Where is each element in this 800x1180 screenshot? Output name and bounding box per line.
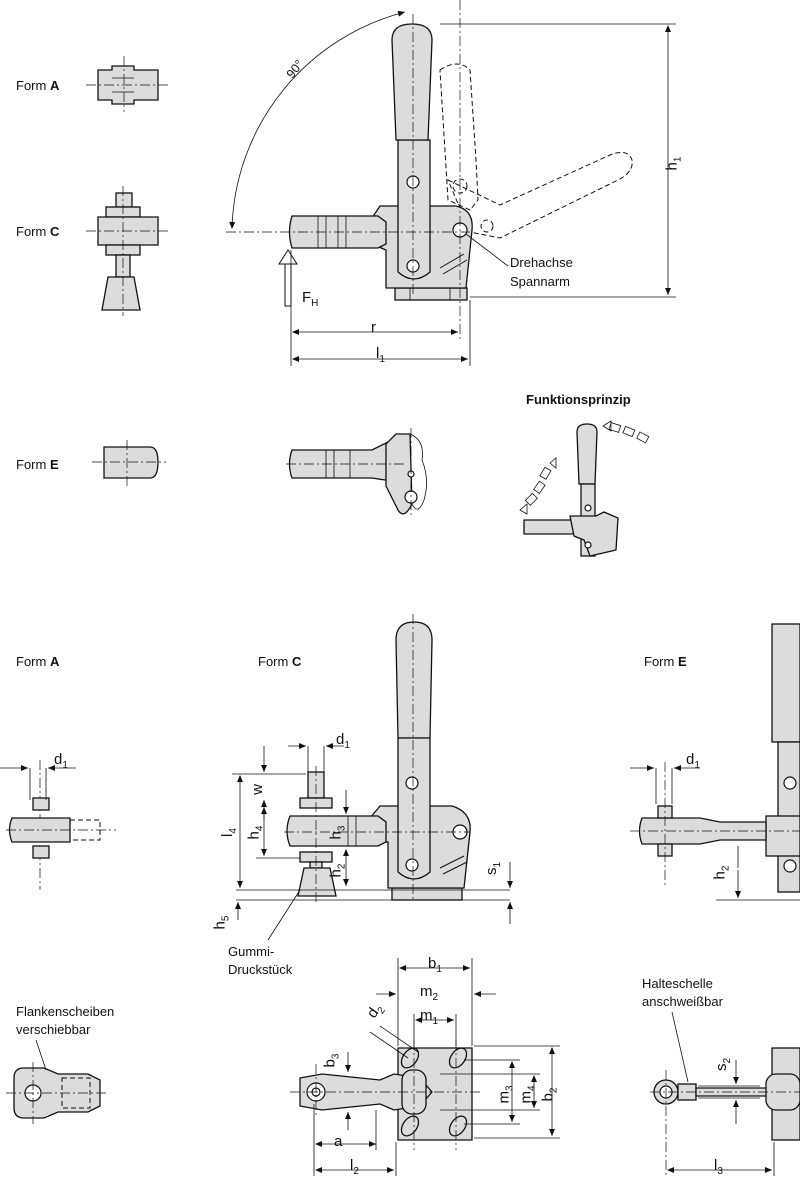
weld-clamp-label-2: anschweißbar [642,994,723,1009]
dimension-l2: l2 [350,1157,359,1177]
form-c-dimension-d1: d1 [336,731,350,751]
form-e-top-label: Form E [16,457,59,472]
flank-washers-label-1: Flankenscheiben [16,1004,115,1019]
dimension-a: a [334,1133,343,1150]
dimension-s2: s2 [713,1057,734,1072]
dimension-l4: l4 [218,828,239,837]
form-e-side-view [286,428,427,516]
form-e-top-detail [92,440,166,486]
form-e-bottom-side-view [630,623,800,901]
dimension-m3: m3 [495,1085,516,1104]
dimension-l3: l3 [714,1157,723,1177]
form-e-dimension-h2: h2 [711,865,732,880]
form-c-bottom-label: Form C [258,654,302,669]
dimension-r: r [371,319,376,336]
form-c-top-detail [86,186,168,316]
form-e-dimension-d1: d1 [686,751,700,771]
form-a-bottom-label: Form A [16,654,60,669]
rubber-pad-label-1: Gummi- [228,944,275,959]
dimension-h3: h3 [327,825,348,840]
form-a-top-detail [86,56,168,112]
form-c-top-label: Form C [16,224,60,239]
dimension-w: w [248,784,266,795]
form-a-dimension-d1: d1 [54,751,68,771]
form-c-top-view [290,958,560,1176]
main-clamp-view [226,0,676,366]
force-label: FH [302,289,319,309]
form-e-top-view [650,1011,800,1176]
flank-washers-label-2: verschiebbar [16,1022,91,1037]
form-a-bottom-side-view [0,760,116,890]
dimension-m4: m4 [517,1085,538,1104]
pivot-axis-label-2: Spannarm [510,274,570,289]
dimension-b1: b1 [428,955,442,975]
weld-clamp-label-1: Halteschelle [642,976,713,991]
dimension-b2: b2 [539,1087,560,1102]
dimension-b3: b3 [321,1053,342,1068]
function-principle-diagram [519,420,650,557]
form-a-top-label: Form A [16,78,60,93]
pivot-axis-label-1: Drehachse [510,255,573,270]
dimension-h1: h1 [663,156,684,171]
form-a-top-view [6,1039,108,1124]
dimension-s1: s1 [483,861,504,876]
dimension-h2: h2 [327,863,348,878]
rubber-pad-label-2: Druckstück [228,962,293,977]
dimension-m2: m2 [420,983,439,1003]
dimension-m1: m1 [420,1007,439,1027]
dimension-h4: h4 [245,825,266,840]
function-principle-title: Funktionsprinzip [526,392,631,407]
form-e-bottom-label: Form E [644,654,687,669]
form-c-bottom-side-view [232,614,513,941]
dimension-l1: l1 [376,345,385,365]
dimension-h5: h5 [211,915,232,930]
